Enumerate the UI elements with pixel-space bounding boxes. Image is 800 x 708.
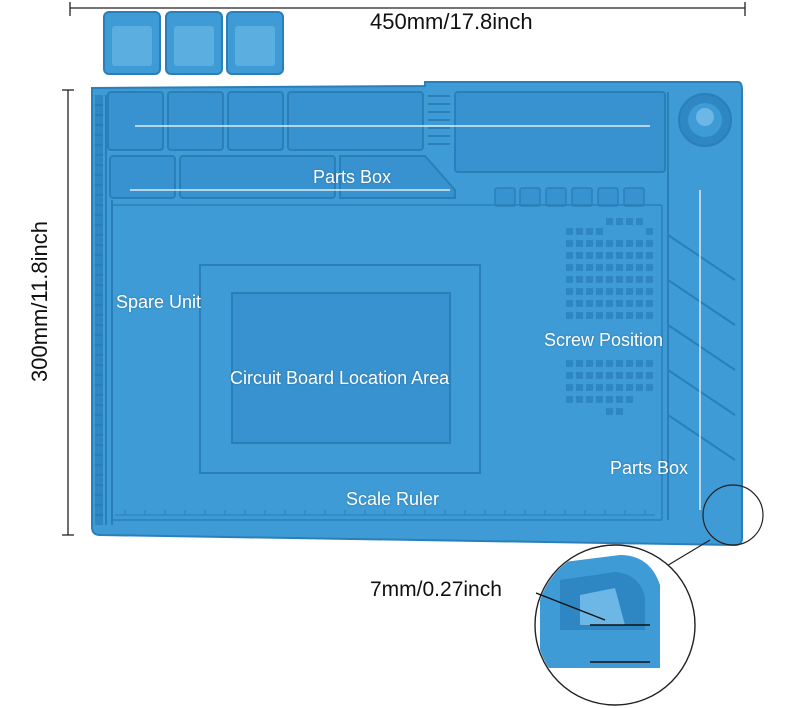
top-compartments (107, 91, 666, 173)
main-work-area (111, 204, 663, 521)
parts-box-top-label: Parts Box (313, 167, 392, 187)
left-ruler-strip (95, 95, 107, 525)
parts-box-right-label: Parts Box (610, 458, 689, 478)
second-row-compartments (109, 155, 456, 199)
width-dimension-line (69, 2, 746, 16)
corner-highlight-circle (702, 484, 764, 546)
top-comb-ridges (428, 95, 450, 145)
small-slot-row (494, 187, 645, 207)
magnified-corner-inset (534, 544, 696, 706)
scale-ruler-label: Scale Ruler (346, 489, 440, 509)
screw-position-label: Screw Position (544, 330, 664, 350)
height-dimension-line (62, 89, 74, 536)
round-cup (678, 93, 732, 147)
detachable-parts-cups (103, 11, 284, 75)
height-dimension-label: 300mm/11.8inch (27, 220, 52, 382)
right-slanted-parts-box (667, 205, 736, 520)
thickness-dimension-label: 7mm/0.27inch (370, 578, 502, 601)
spare-unit-label: Spare Unit (116, 292, 202, 312)
circuit-board-frame (199, 264, 481, 474)
screw-position-grid (566, 218, 653, 415)
bottom-scale-ruler (115, 510, 655, 516)
thickness-pointer (535, 592, 606, 621)
width-dimension-label: 450mm/17.8inch (370, 9, 533, 34)
circuit-board-location-label: Circuit Board Location Area (230, 368, 450, 388)
